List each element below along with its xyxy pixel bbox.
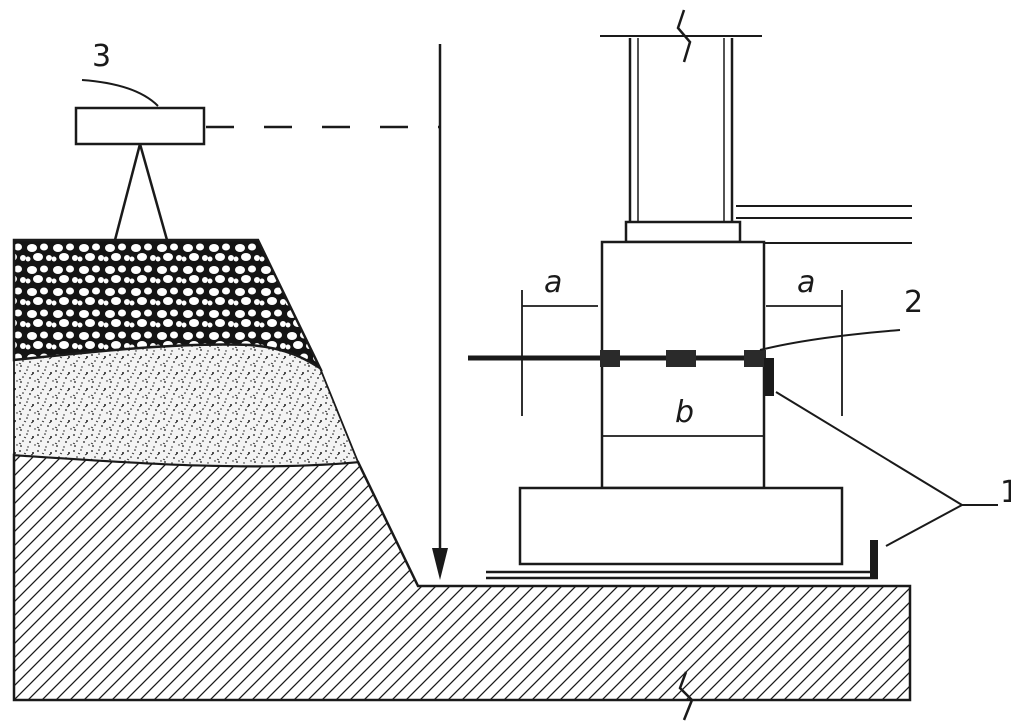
instrument-leader	[81, 79, 159, 107]
top-break-mark	[676, 9, 692, 63]
footing	[518, 486, 844, 566]
label-instrument: 3	[92, 39, 111, 74]
dimension-a-right	[766, 290, 843, 416]
label-dimension-b: b	[675, 395, 694, 430]
clamp-left	[600, 350, 620, 367]
base-plate	[486, 540, 878, 580]
bracket-right	[764, 358, 774, 396]
label-callout-1: 1	[1000, 475, 1011, 510]
label-dimension-a-right: a	[797, 265, 815, 300]
clamp-right	[744, 350, 766, 367]
gravel-layer	[12, 238, 323, 372]
column	[600, 9, 762, 222]
reference-bar	[468, 350, 774, 396]
bottom-break-mark	[678, 671, 694, 721]
label-dimension-a-left: a	[544, 265, 562, 300]
column-cap	[624, 220, 742, 244]
callout-1-leaders	[775, 391, 998, 547]
marker-leader	[759, 329, 901, 351]
label-marker: 2	[904, 285, 923, 320]
sand-layer	[13, 343, 360, 468]
dimension-a-left	[521, 290, 598, 416]
clamp-center	[666, 350, 696, 367]
beam-lines	[736, 205, 912, 244]
staff-arrow-head	[432, 548, 448, 580]
level-instrument	[74, 106, 206, 241]
